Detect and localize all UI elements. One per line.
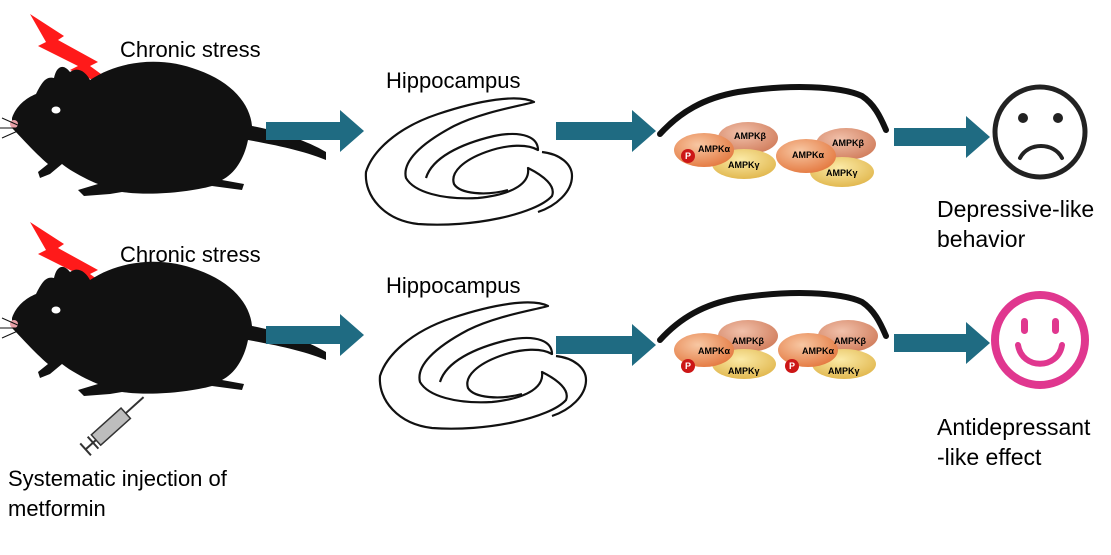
phospho-label: P: [685, 151, 691, 161]
sad-face-icon: [992, 84, 1088, 180]
arrow-mouse-to-hippocampus: [266, 110, 364, 152]
arrow-hippocampus-to-ampk: [556, 324, 656, 366]
hippocampus-icon: [364, 97, 574, 226]
ampk-alpha-label: AMPKα: [792, 150, 824, 160]
phospho-badge: [785, 359, 799, 373]
treatment-label: Systematic injection of metformin: [8, 466, 227, 521]
phospho-badge: [681, 359, 695, 373]
ampk-complex-1: P AMPKα AMPKβ AMPKγ: [674, 122, 778, 179]
ampk-gamma-label: AMPKγ: [828, 366, 860, 376]
ampk-beta-label: AMPKβ: [832, 138, 864, 148]
outcome-label: Antidepressant -like effect: [937, 414, 1091, 470]
phospho-badge: [681, 149, 695, 163]
outcome-label: Depressive-like behavior: [937, 196, 1095, 252]
hippocampus-icon: [378, 301, 588, 430]
ampk-alpha-label: AMPKα: [802, 346, 834, 356]
arrow-ampk-to-outcome: [894, 116, 990, 158]
ampk-beta-label: AMPKβ: [732, 336, 764, 346]
ampk-alpha-label: AMPKα: [698, 346, 730, 356]
arrow-ampk-to-outcome: [894, 322, 990, 364]
stress-label: Chronic stress: [120, 242, 261, 267]
bracket-arc: [657, 84, 889, 137]
phospho-label: P: [789, 361, 795, 371]
ampk-beta-label: AMPKβ: [834, 336, 866, 346]
ampk-complex-1: P AMPKα AMPKβ AMPKγ: [674, 320, 778, 379]
ampk-gamma-label: AMPKγ: [728, 366, 760, 376]
syringe-icon: [79, 396, 145, 456]
bracket-arc: [657, 290, 889, 343]
phospho-label: P: [685, 361, 691, 371]
ampk-complex-2: AMPKα AMPKβ AMPKγ: [776, 128, 876, 187]
stress-label: Chronic stress: [120, 37, 261, 62]
ampk-beta-label: AMPKβ: [734, 131, 766, 141]
ampk-alpha-label: AMPKα: [698, 144, 730, 154]
arrow-hippocampus-to-ampk: [556, 110, 656, 152]
ampk-gamma-label: AMPKγ: [826, 168, 858, 178]
ampk-complex-2: P AMPKα AMPKβ AMPKγ: [778, 320, 878, 379]
smiley-face-icon: [991, 291, 1089, 389]
row-1: P AMPKα AMPKβ AMPKγ AMPKα AMPKβ AMPKγ: [0, 14, 1088, 226]
ampk-gamma-label: AMPKγ: [728, 160, 760, 170]
region-label: Hippocampus: [386, 68, 521, 93]
region-label: Hippocampus: [386, 273, 521, 298]
row-2: P AMPKα AMPKβ AMPKγ P AMPKα AMPKβ AMPKγ: [0, 222, 1089, 456]
arrow-mouse-to-hippocampus: [266, 314, 364, 356]
